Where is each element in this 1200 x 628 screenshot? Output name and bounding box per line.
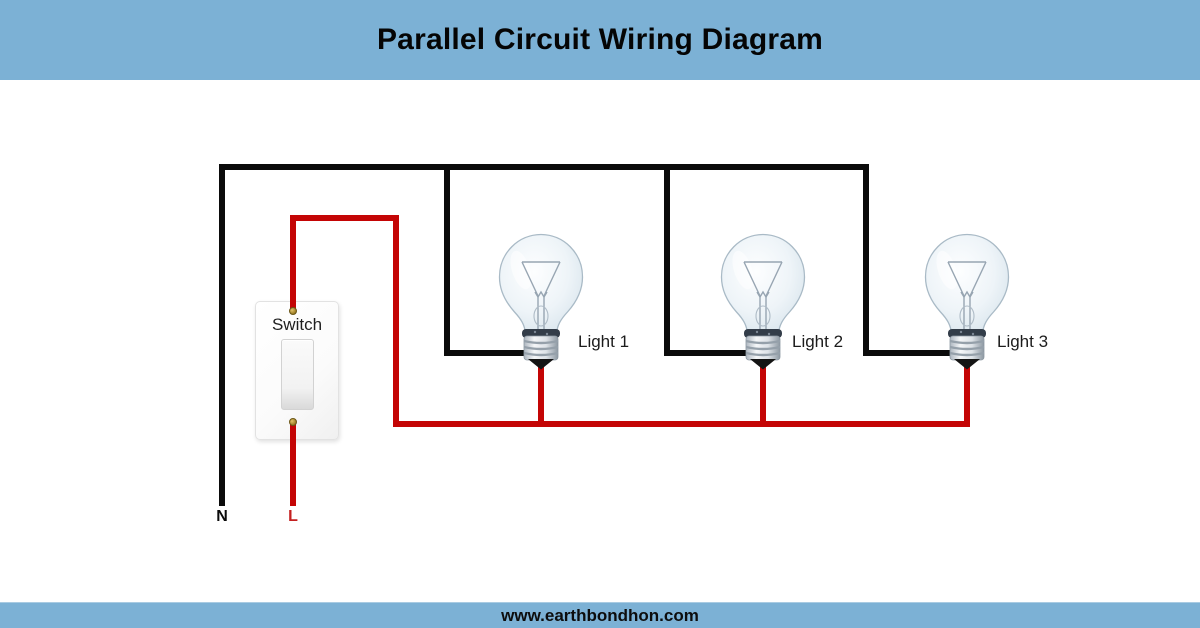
neutral-branch2-horizontal xyxy=(664,350,752,356)
switch-rocker xyxy=(281,339,314,410)
neutral-wire-top-horizontal xyxy=(219,164,869,170)
live-drop-light3 xyxy=(964,362,970,423)
neutral-wire-left-vertical xyxy=(219,164,225,506)
light2-label: Light 2 xyxy=(792,332,844,351)
neutral-branch3-vertical xyxy=(863,164,869,356)
live-wire-label: L xyxy=(288,508,298,525)
neutral-branch1-vertical xyxy=(444,164,450,356)
live-wire-switch-top-vertical xyxy=(290,215,296,312)
switch-plate: Switch xyxy=(255,301,339,440)
switch-top-terminal xyxy=(289,307,297,315)
live-wire-loop-horizontal xyxy=(290,215,399,221)
live-drop-light1 xyxy=(538,360,544,423)
light-bulb-1-icon xyxy=(497,232,585,370)
neutral-branch3-horizontal xyxy=(863,350,956,356)
neutral-branch2-vertical xyxy=(664,164,670,356)
live-wire-bottom-horizontal xyxy=(393,421,970,427)
live-wire-switch-bottom-vertical xyxy=(290,420,296,506)
header-band: Parallel Circuit Wiring Diagram xyxy=(0,0,1200,80)
live-drop-light2 xyxy=(760,362,766,423)
footer-band: www.earthbondhon.com xyxy=(0,602,1200,628)
live-wire-loop-right-vertical xyxy=(393,215,399,427)
neutral-wire-label: N xyxy=(216,508,228,525)
page-title: Parallel Circuit Wiring Diagram xyxy=(376,23,824,56)
neutral-branch1-horizontal xyxy=(444,350,530,356)
light1-label: Light 1 xyxy=(578,332,630,351)
switch-bottom-terminal xyxy=(289,418,297,426)
switch-label: Switch xyxy=(271,315,323,334)
footer-website-text: www.earthbondhon.com xyxy=(501,606,699,625)
light3-label: Light 3 xyxy=(997,332,1049,351)
